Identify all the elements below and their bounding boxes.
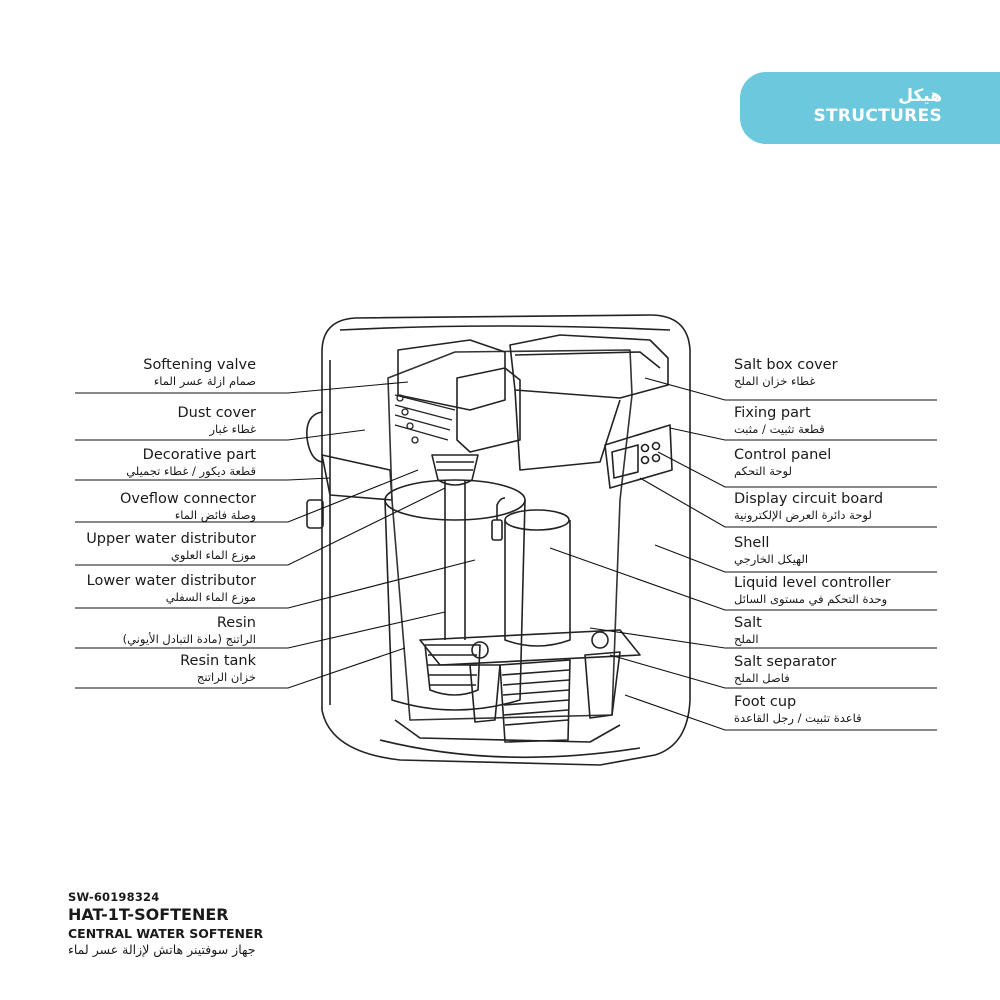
label-softening-valve: Softening valve صمام ازلة عسر الماء	[36, 357, 256, 389]
label-en: Lower water distributor	[86, 573, 256, 589]
decorative-cover	[321, 454, 393, 501]
label-en: Fixing part	[734, 405, 811, 421]
control-panel	[604, 424, 673, 489]
label-salt-box-cover: Salt box cover غطاء خزان الملح	[734, 357, 954, 389]
label-control-panel: Control panel لوحة التحكم	[734, 447, 954, 479]
leader-salt-box-cover	[644, 377, 937, 401]
leader-salt	[589, 627, 937, 649]
label-ar: وصلة فائض الماء	[174, 508, 256, 522]
foot-cup-right	[584, 651, 621, 719]
label-en: Display circuit board	[734, 491, 884, 507]
label-resin-tank: Resin tank خزان الراتنج	[36, 653, 256, 685]
label-upper-distributor: Upper water distributor موزع الماء العلو…	[36, 531, 256, 563]
label-ar: قطعة ديكور / غطاء تجميلي	[126, 464, 256, 478]
shell-outline	[321, 314, 691, 766]
product-description-ar: جهاز سوفتينر هاتش لإزالة عسر لماء	[68, 942, 256, 957]
label-en: Oveflow connector	[119, 491, 256, 507]
leader-overflow-connector	[75, 469, 419, 523]
leader-display-board	[639, 477, 937, 528]
label-ar: فاصل الملح	[734, 671, 790, 685]
salt-box-front	[514, 389, 621, 471]
label-ar: خزان الراتنج	[196, 670, 256, 684]
leader-resin-tank	[75, 647, 406, 689]
label-en: Liquid level controller	[734, 575, 891, 591]
product-description: CENTRAL WATER SOFTENER	[68, 926, 264, 941]
leader-upper-distributor	[75, 487, 446, 566]
product-footer: SW-60198324 HAT-1T-SOFTENER CENTRAL WATE…	[68, 890, 263, 957]
label-en: Resin tank	[180, 653, 256, 669]
label-liquid-level: Liquid level controller وحدة التحكم في م…	[734, 575, 954, 607]
shell-top-edge	[339, 325, 671, 331]
section-title-ar: هيكل	[898, 86, 942, 106]
display-board	[611, 444, 639, 479]
leader-lower-distributor	[75, 559, 476, 609]
label-lower-distributor: Lower water distributor موزع الماء السفل…	[36, 573, 256, 605]
label-decorative-part: Decorative part قطعة ديكور / غطاء تجميلي	[36, 447, 256, 479]
leader-liquid-level	[549, 547, 937, 611]
valve-motor	[456, 367, 521, 453]
label-ar: وحدة التحكم في مستوى السائل	[734, 592, 888, 606]
label-shell: Shell الهيكل الخارجي	[734, 535, 954, 567]
leader-resin	[75, 611, 446, 649]
label-en: Foot cup	[734, 694, 797, 710]
liquid-level-controller	[491, 519, 503, 541]
label-salt: Salt الملح	[734, 615, 954, 647]
label-ar: صمام ازلة عسر الماء	[153, 374, 256, 388]
label-en: Dust cover	[177, 405, 256, 421]
label-salt-separator: Salt separator فاصل الملح	[734, 654, 954, 686]
label-en: Shell	[734, 535, 770, 551]
label-en: Upper water distributor	[86, 531, 256, 547]
resin-tank-top	[384, 479, 526, 521]
label-ar: لوحة التحكم	[734, 464, 792, 478]
leader-foot-cup	[624, 694, 937, 731]
resin-tank-body	[384, 499, 526, 711]
label-dust-cover: Dust cover غطاء غبار	[36, 405, 256, 437]
center-tube	[444, 480, 466, 640]
label-en: Salt separator	[734, 654, 837, 670]
label-ar: موزع الماء السفلي	[165, 590, 256, 604]
label-ar: غطاء غبار	[209, 422, 256, 436]
label-resin: Resin الراتنج (مادة التبادل الأيوني)	[36, 615, 256, 647]
lower-distributor	[424, 644, 481, 696]
label-display-board: Display circuit board لوحة دائرة العرض ا…	[734, 491, 954, 523]
label-en: Resin	[216, 615, 256, 631]
leader-decorative-part	[75, 477, 331, 481]
label-ar: لوحة دائرة العرض الإلكترونية	[734, 508, 872, 522]
product-name: HAT-1T-SOFTENER	[68, 905, 229, 924]
salt-separator	[504, 520, 571, 647]
label-ar: الراتنج (مادة التبادل الأيوني)	[122, 632, 256, 646]
label-ar: موزع الماء العلوي	[170, 548, 256, 562]
label-ar: قاعدة تثبيت / رجل القاعدة	[734, 711, 862, 725]
label-en: Salt	[734, 615, 762, 631]
label-foot-cup: Foot cup قاعدة تثبيت / رجل القاعدة	[734, 694, 954, 726]
leader-salt-separator	[609, 654, 937, 689]
label-en: Softening valve	[143, 357, 256, 373]
label-overflow-connector: Oveflow connector وصلة فائض الماء	[36, 491, 256, 523]
leader-fixing-part	[669, 427, 937, 441]
salt-basket	[499, 659, 571, 743]
salt-box-cover	[509, 334, 669, 399]
label-fixing-part: Fixing part قطعة تثبيت / مثبت	[734, 405, 954, 437]
section-tab: هيكل STRUCTURES	[740, 72, 1000, 144]
foot-cup-left	[469, 664, 501, 723]
label-ar: الهيكل الخارجي	[734, 552, 809, 566]
leader-control-panel	[657, 451, 937, 488]
section-title: STRUCTURES	[813, 106, 942, 126]
leader-shell	[654, 544, 937, 573]
cutaway-opening	[387, 349, 633, 721]
label-ar: غطاء خزان الملح	[734, 374, 816, 388]
valve-pipes	[394, 394, 456, 444]
leader-softening-valve	[75, 381, 409, 394]
base-floor	[394, 719, 621, 743]
model-number: SW-60198324	[68, 890, 160, 904]
label-en: Salt box cover	[734, 357, 838, 373]
label-en: Decorative part	[142, 447, 256, 463]
label-ar: الملح	[734, 632, 759, 646]
label-ar: قطعة تثبيت / مثبت	[734, 422, 825, 436]
label-en: Control panel	[734, 447, 832, 463]
salt-tray	[419, 629, 641, 666]
leader-dust-cover	[75, 429, 366, 441]
